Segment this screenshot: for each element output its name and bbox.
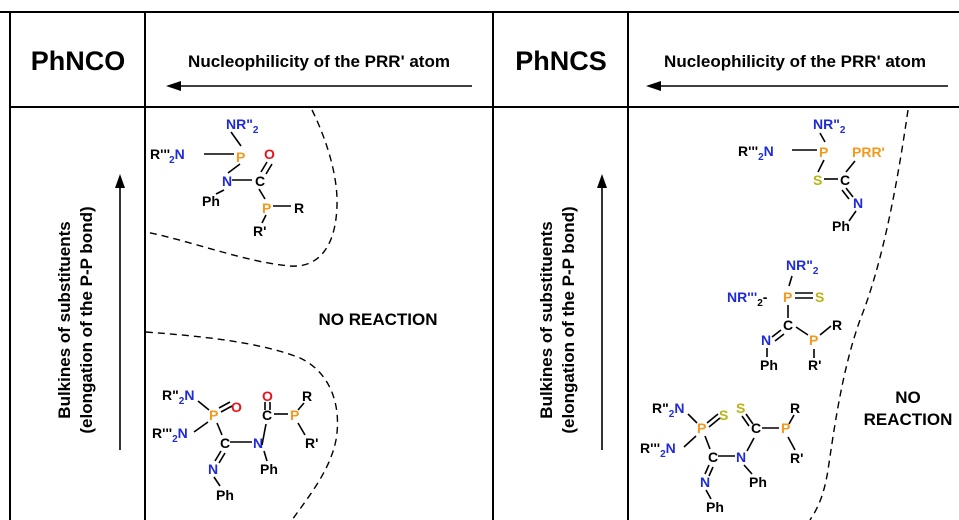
svg-text:R'''2N: R'''2N (152, 425, 188, 445)
nucleophilicity-arrow-right (646, 81, 948, 91)
svg-text:R: R (790, 400, 800, 416)
svg-text:R"2N: R"2N (652, 400, 684, 420)
svg-text:N: N (700, 474, 710, 490)
svg-text:C: C (751, 420, 761, 436)
svg-text:P: P (697, 420, 706, 436)
reagent-phnco-label: PhNCO (31, 46, 126, 76)
svg-text:Ph: Ph (749, 474, 767, 490)
svg-text:O: O (262, 388, 273, 404)
svg-text:Ph: Ph (706, 499, 724, 515)
svg-text:S: S (813, 172, 822, 188)
svg-text:NR"2: NR"2 (226, 116, 259, 136)
svg-text:S: S (815, 289, 824, 305)
svg-text:N: N (853, 195, 863, 211)
svg-text:Bulkines of substituents: Bulkines of substituents (55, 221, 74, 418)
svg-text:R': R' (305, 435, 318, 451)
svg-text:Ph: Ph (216, 487, 234, 503)
svg-text:C: C (708, 449, 718, 465)
svg-text:NR"2: NR"2 (813, 116, 846, 136)
structure-phnco-bottom: R"2N R'''2N P O C N Ph N Ph C O P R R' (152, 387, 318, 503)
svg-text:R: R (302, 388, 312, 404)
nucleophilicity-arrow-left (166, 81, 472, 91)
svg-text:N: N (736, 449, 746, 465)
svg-text:R': R' (253, 223, 266, 239)
svg-text:N: N (761, 332, 771, 348)
svg-text:O: O (264, 146, 275, 162)
svg-text:Ph: Ph (760, 357, 778, 373)
svg-text:P: P (262, 200, 271, 216)
svg-text:S: S (736, 400, 745, 416)
svg-text:N: N (253, 435, 263, 451)
svg-text:O: O (231, 399, 242, 415)
svg-text:PRR': PRR' (852, 144, 885, 160)
nucleophilicity-label-left: Nucleophilicity of the PRR' atom (188, 52, 450, 71)
region-boundary-left-bottom (145, 331, 339, 520)
svg-text:R': R' (790, 450, 803, 466)
bulkiness-arrow-left (115, 174, 125, 450)
svg-text:C: C (255, 173, 265, 189)
table-grid (0, 11, 959, 520)
svg-text:P: P (819, 144, 828, 160)
svg-text:R'''2N: R'''2N (640, 440, 676, 460)
svg-text:R: R (832, 317, 842, 333)
no-reaction-label-left: NO REACTION (319, 310, 438, 329)
svg-text:P: P (809, 332, 818, 348)
nucleophilicity-label-right: Nucleophilicity of the PRR' atom (664, 52, 926, 71)
svg-text:R'''2N: R'''2N (150, 146, 185, 166)
bulkiness-label-left: Bulkines of substituents (elongation of … (55, 206, 96, 433)
svg-text:NR'''2-: NR'''2- (727, 289, 768, 309)
svg-text:P: P (783, 289, 792, 305)
no-reaction-label-right-line1: NO (895, 388, 921, 407)
svg-text:P: P (290, 407, 299, 423)
structure-phncs-top: NR"2 R'''2N P S C PRR' N Ph (738, 116, 885, 234)
structure-phnco-top: NR"2 R'''2N P N C O Ph P R R' (150, 116, 304, 239)
svg-text:NR"2: NR"2 (786, 257, 819, 277)
bulkiness-label-right: Bulkines of substituents (elongation of … (537, 206, 578, 433)
svg-text:S: S (719, 407, 728, 423)
bulkiness-arrow-right (597, 174, 607, 450)
structure-phncs-bottom: R"2N R'''2N P S C N Ph N Ph C S P R R' (640, 400, 803, 515)
svg-text:Ph: Ph (260, 461, 278, 477)
structure-phncs-middle: NR"2 NR'''2- P S C N Ph P R R' (727, 257, 842, 373)
reagent-phncs-label: PhNCS (515, 46, 607, 76)
svg-text:R"2N: R"2N (162, 387, 194, 407)
svg-text:C: C (840, 172, 850, 188)
svg-text:R: R (294, 200, 304, 216)
svg-text:P: P (236, 149, 245, 165)
svg-text:Ph: Ph (202, 193, 220, 209)
svg-text:R': R' (808, 357, 821, 373)
svg-text:(elongation of the P-P bond): (elongation of the P-P bond) (559, 206, 578, 433)
svg-text:Bulkines of substituents: Bulkines of substituents (537, 221, 556, 418)
svg-text:(elongation of the P-P bond): (elongation of the P-P bond) (77, 206, 96, 433)
svg-text:R'''2N: R'''2N (738, 143, 774, 163)
no-reaction-label-right-line2: REACTION (864, 410, 953, 429)
svg-text:P: P (781, 420, 790, 436)
svg-text:N: N (208, 461, 218, 477)
svg-text:P: P (209, 407, 218, 423)
svg-text:C: C (262, 407, 272, 423)
region-boundary-left-top (145, 109, 338, 267)
svg-text:C: C (220, 435, 230, 451)
svg-text:C: C (783, 317, 793, 333)
region-boundary-right (809, 109, 909, 520)
svg-text:N: N (222, 173, 232, 189)
svg-text:Ph: Ph (832, 218, 850, 234)
